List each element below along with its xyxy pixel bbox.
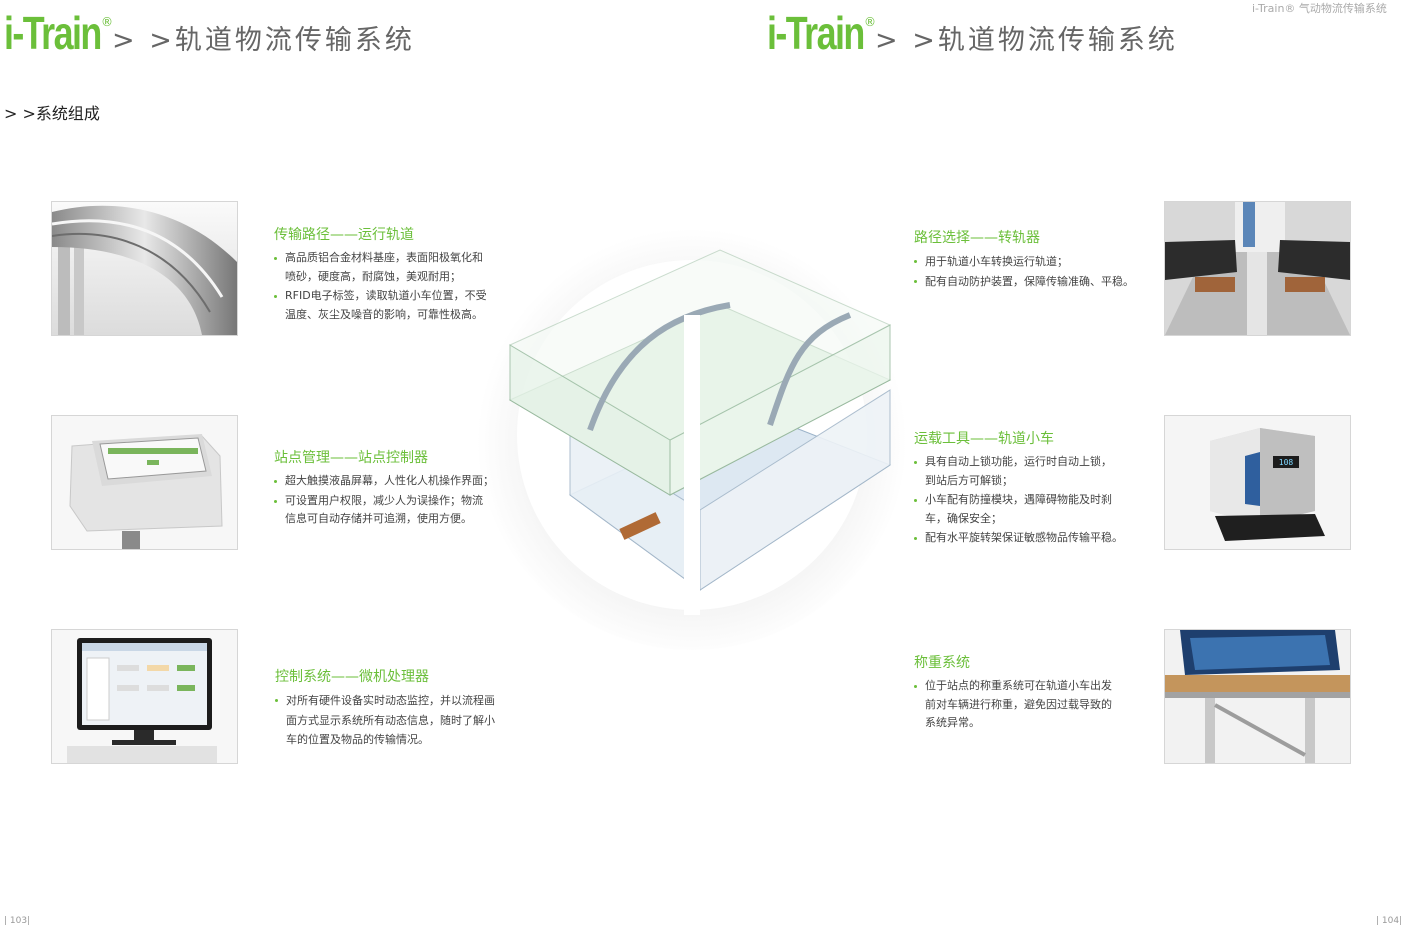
feature-title: 控制系统——微机处理器: [275, 669, 429, 685]
right-header: i-Train: [767, 10, 891, 56]
feature-weighing-system: 称重系统 位于站点的称重系统可在轨道小车出发前对车辆进行称重，避免因过载导致的系…: [914, 654, 1112, 733]
feature-bullets: 高品质铝合金材料基座，表面阳极氧化和喷砂，硬度高，耐腐蚀，美观耐用； RFID电…: [274, 249, 487, 324]
rail-track-photo: [51, 201, 238, 336]
feature-title: 传输路径——运行轨道: [274, 227, 414, 243]
track-switch-photo: [1164, 201, 1351, 336]
top-note: i-Train® 气动物流传输系统: [1252, 2, 1387, 15]
feature-bullets: 超大触摸液晶屏幕，人性化人机操作界面； 可设置用户权限，减少人为误操作；物流信息…: [274, 472, 494, 529]
station-controller-photo: [51, 415, 238, 550]
bullet-item: 高品质铝合金材料基座，表面阳极氧化和喷砂，硬度高，耐腐蚀，美观耐用；: [274, 249, 487, 286]
bullet-item: 用于轨道小车转换运行轨道；: [914, 252, 1134, 272]
header-title-right: > >轨道物流传输系统: [875, 25, 1178, 56]
bullet-item: 配有水平旋转架保证敏感物品传输平稳。: [914, 529, 1123, 548]
bullet-item: 具有自动上锁功能，运行时自动上锁，到站后方可解锁；: [914, 453, 1123, 490]
bullet-item: 位于站点的称重系统可在轨道小车出发前对车辆进行称重，避免因过载导致的系统异常。: [914, 677, 1112, 733]
feature-bullets: 对所有硬件设备实时动态监控，并以流程画面方式显示系统所有动态信息，随时了解小车的…: [275, 691, 495, 750]
bullet-item: 配有自动防护装置，保障传输准确、平稳。: [914, 272, 1134, 292]
feature-rail-track: 传输路径——运行轨道 高品质铝合金材料基座，表面阳极氧化和喷砂，硬度高，耐腐蚀，…: [274, 226, 487, 324]
feature-station-controller: 站点管理——站点控制器 超大触摸液晶屏幕，人性化人机操作界面； 可设置用户权限，…: [274, 449, 494, 529]
page-number-right: | 104|: [1376, 916, 1403, 926]
feature-rail-cart: 运载工具——轨道小车 具有自动上锁功能，运行时自动上锁，到站后方可解锁； 小车配…: [914, 430, 1123, 548]
registered-mark-right: ®: [864, 15, 876, 29]
computer-monitor-photo: [51, 629, 238, 764]
bullet-item: 小车配有防撞模块，遇障碍物能及时刹车，确保安全；: [914, 491, 1123, 528]
feature-title: 站点管理——站点控制器: [274, 450, 428, 466]
header-title-left: > >轨道物流传输系统: [112, 25, 415, 56]
logo-left: i-Train: [4, 7, 102, 59]
bullet-item: 可设置用户权限，减少人为误操作；物流信息可自动存储并可追溯，使用方便。: [274, 492, 494, 529]
page-number-left: | 103|: [4, 916, 31, 926]
logo-right: i-Train: [767, 7, 865, 59]
weighing-system-photo: [1164, 629, 1351, 764]
left-header: i-Train: [4, 10, 128, 56]
feature-title: 路径选择——转轨器: [914, 230, 1040, 246]
registered-mark-left: ®: [101, 15, 113, 29]
section-title: > >系统组成: [4, 104, 100, 123]
bullet-item: 对所有硬件设备实时动态监控，并以流程画面方式显示系统所有动态信息，随时了解小车的…: [275, 691, 495, 750]
bullet-item: 超大触摸液晶屏幕，人性化人机操作界面；: [274, 472, 494, 491]
feature-title: 运载工具——轨道小车: [914, 431, 1054, 447]
feature-bullets: 具有自动上锁功能，运行时自动上锁，到站后方可解锁； 小车配有防撞模块，遇障碍物能…: [914, 453, 1123, 548]
cart-display: 108: [1279, 458, 1294, 467]
feature-bullets: 用于轨道小车转换运行轨道； 配有自动防护装置，保障传输准确、平稳。: [914, 252, 1134, 292]
feature-track-switch: 路径选择——转轨器 用于轨道小车转换运行轨道； 配有自动防护装置，保障传输准确、…: [914, 229, 1134, 292]
feature-control-system: 控制系统——微机处理器 对所有硬件设备实时动态监控，并以流程画面方式显示系统所有…: [275, 668, 495, 750]
feature-title: 称重系统: [914, 655, 970, 671]
feature-bullets: 位于站点的称重系统可在轨道小车出发前对车辆进行称重，避免因过载导致的系统异常。: [914, 677, 1112, 733]
bullet-item: RFID电子标签，读取轨道小车位置，不受温度、灰尘及噪音的影响，可靠性极高。: [274, 287, 487, 324]
rail-cart-photo: 108: [1164, 415, 1351, 550]
hospital-building-3d-illustration: [470, 195, 915, 650]
